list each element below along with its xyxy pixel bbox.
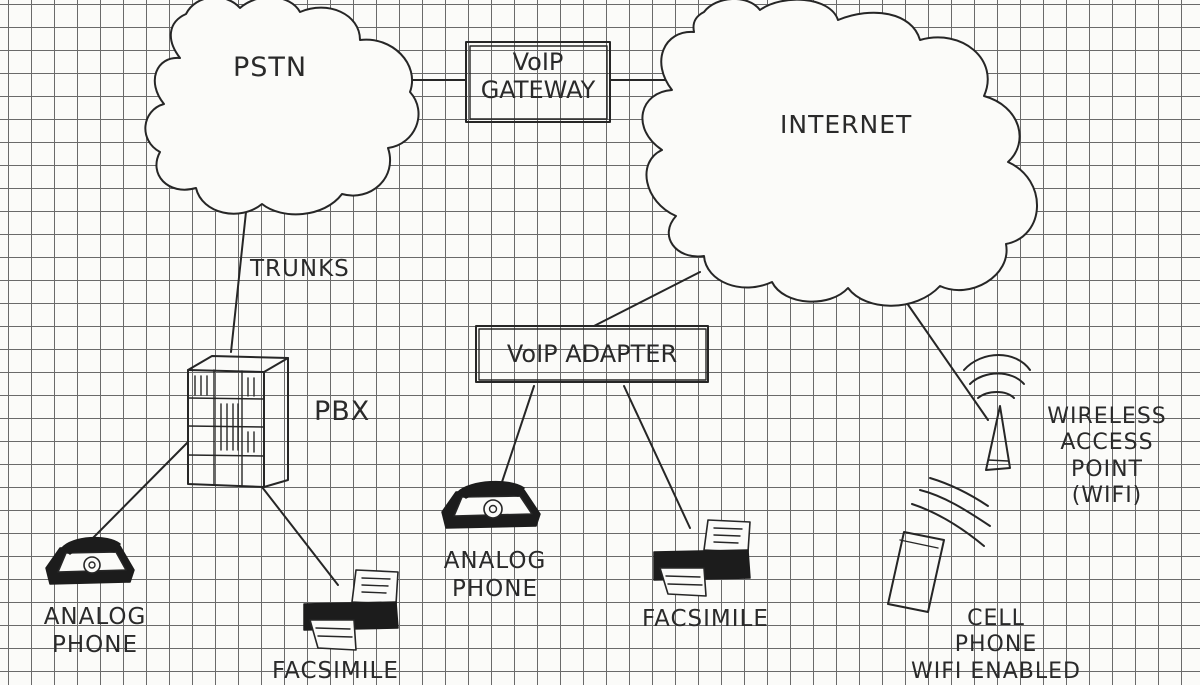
analog-phone-center-icon (441, 480, 541, 529)
cell-phone-line3: WIFI ENABLED (911, 658, 1081, 684)
voip-adapter-label: VoIP ADAPTER (506, 340, 678, 368)
wireless-line1: WIRELESS (1047, 404, 1167, 429)
facsimile-center-icon (653, 519, 751, 597)
pstn-cloud (144, 0, 420, 216)
trunks-line (230, 211, 247, 353)
internet-cloud (641, 0, 1038, 307)
analog-phone-left-line1: ANALOG (43, 604, 147, 630)
internet-label: INTERNET (780, 110, 913, 139)
pbx-phone-link (85, 441, 189, 546)
cell-phone-icon (887, 477, 991, 613)
voip-gateway-label: VoIP GATEWAY (468, 50, 608, 102)
analog-phone-left-label: ANALOG PHONE (40, 604, 150, 659)
wireless-line2: ACCESS (1060, 430, 1154, 456)
wireless-access-point-label: WIRELESS ACCESS POINT (WIFI) (1034, 404, 1180, 510)
pbx-cabinet-icon (187, 355, 289, 488)
pstn-label: PSTN (233, 52, 308, 83)
cell-phone-line2: PHONE (954, 632, 1038, 658)
analog-phone-left-icon (45, 536, 135, 585)
connections (85, 79, 989, 586)
analog-phone-left-line2: PHONE (51, 631, 138, 658)
pbx-label: PBX (314, 396, 371, 427)
adapter-phone-link (499, 385, 535, 489)
internet-adapter-link (593, 271, 701, 327)
voip-gateway-label-line2: GATEWAY (480, 76, 596, 104)
wireless-line3: POINT (1071, 456, 1143, 482)
adapter-fax-link (623, 385, 691, 529)
facsimile-left-label: FACSIMILE (272, 658, 399, 684)
analog-phone-center-line1: ANALOG (443, 548, 547, 574)
voip-gateway-label-line1: VoIP (512, 48, 564, 76)
cell-phone-label: CELL PHONE WIFI ENABLED (906, 606, 1086, 685)
voip-gateway-box (465, 41, 611, 123)
trunks-label: TRUNKS (250, 256, 350, 282)
facsimile-center-label: FACSIMILE (642, 606, 769, 632)
cell-phone-line1: CELL (967, 606, 1025, 631)
wireless-line4: (WIFI) (1071, 483, 1143, 509)
wireless-access-point-icon (963, 354, 1031, 471)
voip-adapter-box (475, 325, 709, 383)
analog-phone-center-label: ANALOG PHONE (440, 548, 550, 603)
facsimile-left-icon (303, 569, 399, 651)
pbx-fax-link (261, 486, 339, 586)
analog-phone-center-line2: PHONE (451, 575, 538, 602)
internet-wifi-link (901, 295, 989, 421)
